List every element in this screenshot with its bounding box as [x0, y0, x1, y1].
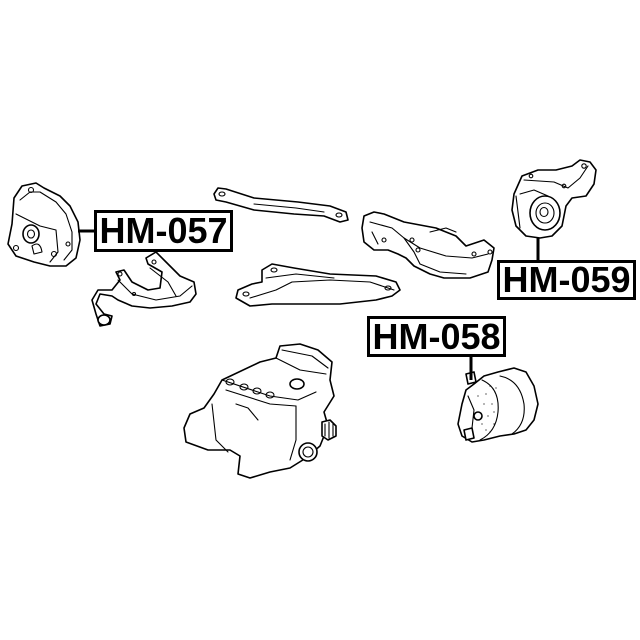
torque-rod — [213, 187, 349, 223]
upper-right-engine-mount — [511, 159, 597, 239]
part-number: HM-059 — [502, 259, 631, 300]
lower-bracket-arm — [235, 263, 401, 307]
part-label-hm-059: HM-059 — [497, 260, 636, 300]
left-mount-bracket — [91, 251, 197, 327]
part-number: HM-058 — [372, 315, 501, 357]
left-engine-mount — [7, 182, 81, 267]
engine-block — [183, 343, 337, 479]
rear-mount-bracket — [361, 211, 495, 279]
part-label-hm-057: HM-057 — [94, 210, 233, 252]
part-label-hm-058: HM-058 — [367, 316, 506, 357]
part-number: HM-057 — [99, 210, 228, 251]
lower-right-engine-mount — [457, 367, 539, 443]
